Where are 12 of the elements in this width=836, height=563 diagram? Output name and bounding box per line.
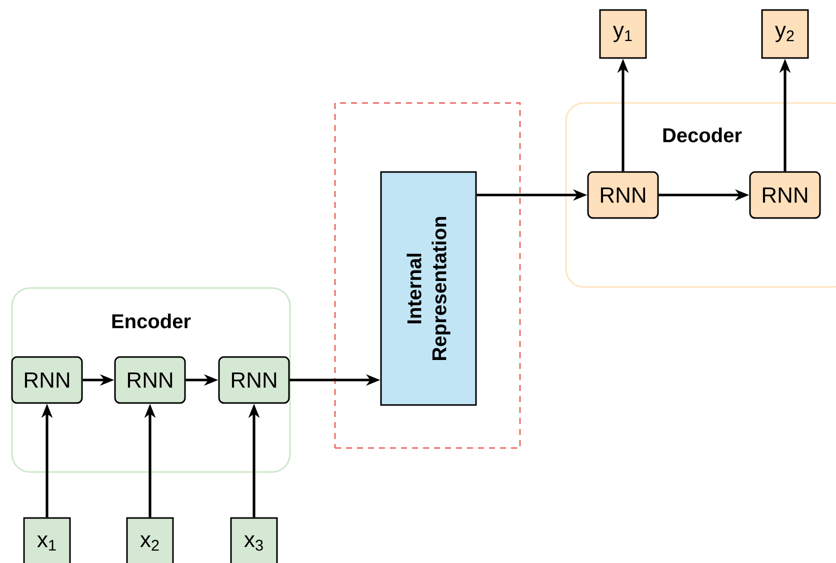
output-box: y$_{1}$ — [599, 9, 647, 59]
rnn-box: RNN — [749, 171, 821, 219]
dashed-box — [334, 102, 521, 449]
rnn-box: RNN — [114, 356, 186, 404]
input-box: x$_{2}$ — [126, 517, 174, 563]
input-box: x$_{1}$ — [23, 517, 71, 563]
input-box: x$_{3}$ — [230, 517, 278, 563]
output-box: y$_{2}$ — [761, 9, 809, 59]
representation-box: Internal Representation — [380, 171, 477, 406]
rnn-box: RNN — [218, 356, 290, 404]
rnn-box: RNN — [11, 356, 83, 404]
rnn-box: RNN — [587, 171, 659, 219]
